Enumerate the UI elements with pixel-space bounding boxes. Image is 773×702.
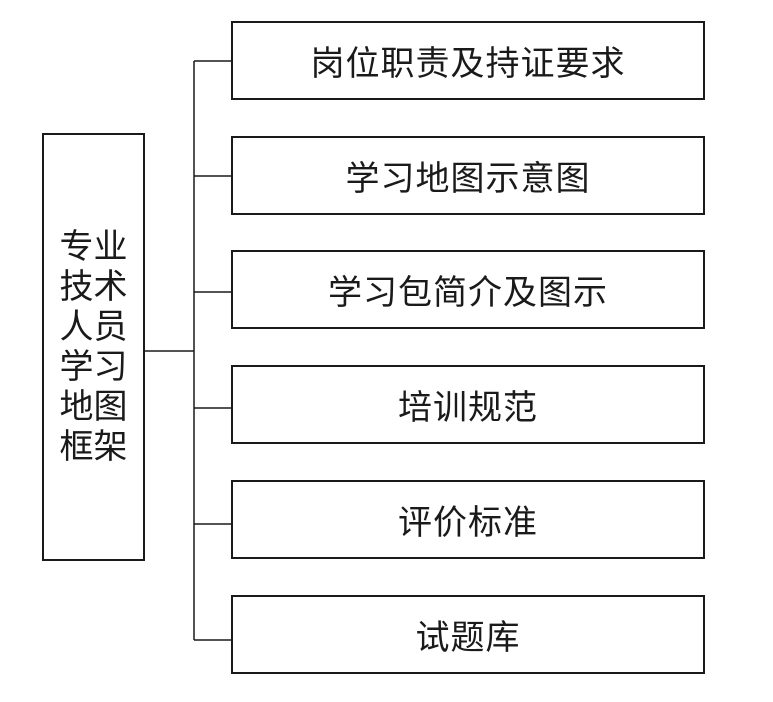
- child-node-label: 学习包简介及图示: [328, 273, 608, 313]
- child-node-learning-map: 学习地图示意图: [231, 136, 705, 215]
- child-node-question-bank: 试题库: [231, 595, 705, 674]
- child-node-label: 评价标准: [398, 503, 538, 543]
- child-node-label: 岗位职责及持证要求: [310, 44, 626, 84]
- child-node-evaluation-standard: 评价标准: [231, 480, 705, 559]
- root-node-label: 专业技术人员学习地图框架: [59, 227, 128, 467]
- child-node-learning-package: 学习包简介及图示: [231, 250, 705, 329]
- child-node-label: 学习地图示意图: [345, 159, 591, 199]
- child-node-job-duties: 岗位职责及持证要求: [231, 21, 705, 100]
- child-node-training-spec: 培训规范: [231, 365, 705, 444]
- child-node-label: 培训规范: [398, 388, 538, 428]
- root-node: 专业技术人员学习地图框架: [42, 133, 145, 561]
- child-node-label: 试题库: [415, 618, 521, 658]
